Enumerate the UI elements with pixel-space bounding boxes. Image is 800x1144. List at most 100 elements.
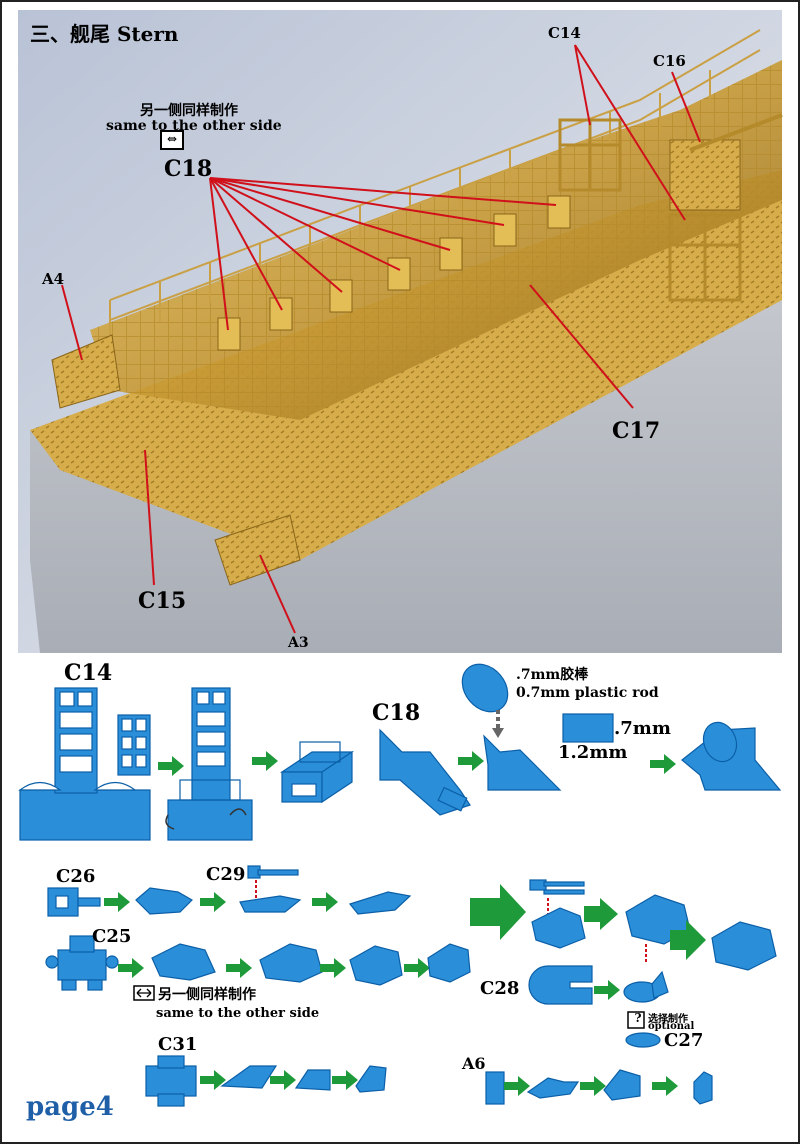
arrow-icon — [332, 1070, 358, 1090]
label-a4: A4 — [42, 270, 65, 288]
plastic-rod-icon — [461, 663, 509, 713]
c26-folded — [135, 887, 193, 915]
arrow-icon — [320, 958, 346, 978]
label-c14: C14 — [548, 24, 581, 42]
page-number: page4 — [26, 1092, 114, 1122]
big-arrow-icon — [470, 884, 526, 940]
step-c31: C31 — [158, 1034, 198, 1055]
rod-cn: .7mm胶棒 — [516, 667, 589, 683]
page-title: 三、舰尾 Stern — [30, 22, 179, 46]
c28-part — [528, 965, 593, 1005]
c29-part — [247, 865, 299, 879]
c25-sequence — [45, 935, 471, 1001]
c25-base — [531, 907, 586, 949]
a6-assembled — [693, 1071, 713, 1105]
c29-gun-top — [529, 879, 585, 895]
a4-plate — [51, 334, 121, 409]
step-c18: C18 — [372, 700, 421, 726]
c26-with-c29 — [239, 895, 302, 913]
stern-photo — [18, 10, 783, 653]
arrow-icon — [226, 958, 252, 978]
railing — [109, 29, 761, 340]
c14-assembled-box — [280, 741, 354, 804]
note-cn: 另一侧同样制作 — [140, 103, 238, 119]
dim-width: 1.2mm — [558, 742, 628, 763]
c31-fold-1 — [220, 1065, 278, 1089]
step-a6: A6 — [462, 1054, 486, 1073]
label-c15: C15 — [138, 588, 187, 614]
c14-folded-part — [167, 687, 253, 841]
label-c17: C17 — [612, 418, 661, 444]
c25-fold-3 — [349, 945, 403, 986]
step-c27: C27 — [664, 1030, 704, 1051]
c14-sequence — [18, 687, 354, 841]
arrow-icon — [118, 958, 144, 978]
fold-arrow-icon — [229, 808, 247, 816]
a6-fold-2 — [603, 1069, 641, 1101]
arrow-icon — [270, 1070, 296, 1090]
step-c26: C26 — [56, 866, 96, 887]
arrow-icon — [252, 751, 278, 771]
arrow-icon — [650, 754, 676, 774]
arrow-icon — [584, 898, 618, 930]
c25-fold-2 — [259, 943, 323, 983]
a6-part — [485, 1071, 505, 1105]
label-c16: C16 — [653, 52, 686, 70]
arrow-icon — [594, 980, 620, 1000]
c31-assembled — [355, 1065, 387, 1093]
note-en: same to the other side — [106, 118, 282, 134]
arrow-icon — [200, 892, 226, 912]
side-en: same to the other side — [156, 1006, 320, 1021]
side-cn: 另一侧同样制作 — [158, 987, 256, 1003]
leader-lines — [61, 44, 701, 634]
step-c25: C25 — [92, 926, 132, 947]
double-arrow-icon: ⇔ — [160, 130, 184, 150]
c14-flat-part — [18, 687, 151, 841]
rod-section — [562, 713, 614, 743]
arrow-icon — [652, 1076, 678, 1096]
c25-part — [45, 935, 119, 991]
a6-sequence — [485, 1069, 713, 1105]
arrow-icon — [200, 1070, 226, 1090]
optional-cn: 选择制作 — [648, 1014, 688, 1025]
a6-fold-1 — [526, 1077, 580, 1099]
dim-height: .7mm — [614, 718, 671, 739]
rod-en: 0.7mm plastic rod — [516, 685, 659, 701]
label-a3: A3 — [288, 635, 309, 651]
c25-fold-1 — [151, 943, 216, 981]
big-arrow-icon — [670, 920, 706, 960]
c31-part — [145, 1055, 197, 1107]
c26-sequence — [47, 865, 412, 917]
c26-assembled — [348, 891, 412, 915]
a3-plate — [214, 514, 301, 586]
c31-sequence — [145, 1055, 387, 1107]
arrow-icon — [404, 958, 430, 978]
step-c28: C28 — [480, 978, 520, 999]
step-c29: C29 — [206, 864, 246, 885]
c16-box — [669, 139, 741, 211]
step-c14: C14 — [64, 660, 113, 686]
label-c18: C18 — [164, 156, 213, 182]
final-mount — [711, 921, 777, 971]
question-icon — [627, 1011, 645, 1029]
fold-arrow-icon — [165, 814, 175, 830]
question-mark: ? — [634, 1011, 642, 1025]
c31-fold-2 — [294, 1069, 331, 1091]
arrow-icon — [504, 1076, 530, 1096]
arrow-icon — [458, 751, 484, 771]
c27-part — [625, 1032, 661, 1048]
c28-sequence — [528, 965, 669, 1048]
arrow-icon — [158, 756, 184, 776]
arrow-icon — [104, 892, 130, 912]
c26-part — [47, 887, 101, 917]
c14-frames — [558, 118, 742, 302]
arrow-icon — [580, 1076, 606, 1096]
optional-en: optional — [648, 1021, 695, 1032]
c18-bent-part — [483, 734, 562, 791]
c18-sequence — [379, 663, 782, 816]
arrow-icon — [312, 892, 338, 912]
c25-fold-4 — [427, 943, 471, 983]
mount-assembly — [470, 879, 777, 971]
